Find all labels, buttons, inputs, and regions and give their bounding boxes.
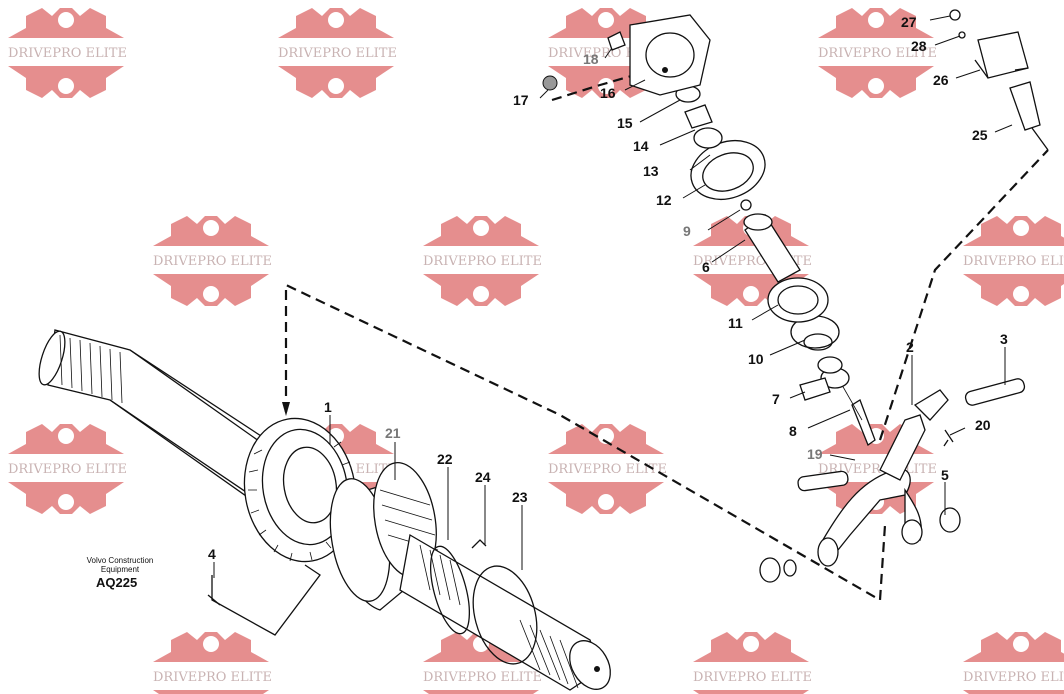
caption-code: AQ225 — [96, 575, 138, 590]
callout-23: 23 — [512, 489, 528, 505]
dashed-line-cover — [551, 73, 636, 102]
watermark-text: DRIVEPRO ELITE — [693, 670, 812, 685]
callout-14: 14 — [633, 138, 649, 154]
caption-manufacturer: Volvo Construction Equipment — [82, 556, 158, 574]
callout-20: 20 — [975, 417, 991, 433]
watermark-text: DRIVEPRO ELITE — [423, 254, 542, 269]
dashed-guides — [282, 73, 1049, 602]
callout-1: 1 — [324, 399, 332, 415]
watermark-text: DRIVEPRO ELITE — [548, 462, 667, 477]
snap-rings — [429, 539, 538, 665]
dashed-line-sensor — [878, 149, 1049, 441]
spring-clip — [207, 564, 321, 636]
callout-24: 24 — [475, 469, 491, 485]
leader-lines — [213, 15, 1013, 578]
dashed-line-shaft — [284, 283, 887, 602]
caption-line-2: Equipment — [100, 565, 140, 574]
callout-7: 7 — [772, 391, 780, 407]
output-shaft — [399, 533, 611, 691]
piston-group — [767, 277, 876, 447]
callout-15: 15 — [617, 115, 633, 131]
callout-22: 22 — [437, 451, 453, 467]
callout-18: 18 — [583, 51, 599, 67]
callout-10: 10 — [748, 351, 764, 367]
watermark-text: DRIVEPRO ELITE — [153, 254, 272, 269]
sensor-switch — [949, 9, 1049, 151]
clutch-ring — [243, 417, 357, 563]
callout-13: 13 — [643, 163, 659, 179]
watermark-texts: DRIVEPRO ELITE DRIVEPRO ELITE DRIVEPRO E… — [8, 46, 1064, 685]
callout-19: 19 — [807, 446, 823, 462]
callout-16: 16 — [600, 85, 616, 101]
watermark-text: DRIVEPRO ELITE — [153, 670, 272, 685]
watermark-text: DRIVEPRO ELITE — [278, 46, 397, 61]
callout-28: 28 — [911, 38, 927, 54]
shift-fork — [759, 378, 1026, 583]
callout-27: 27 — [901, 14, 917, 30]
callout-8: 8 — [789, 423, 797, 439]
cylinder — [743, 213, 801, 283]
callout-4: 4 — [208, 546, 216, 562]
cover-assembly — [542, 14, 766, 211]
callout-12: 12 — [656, 192, 672, 208]
watermark-text: DRIVEPRO ELITE — [963, 670, 1064, 685]
watermark-text: DRIVEPRO ELITE — [963, 254, 1064, 269]
watermark-text: DRIVEPRO ELITE — [8, 462, 127, 477]
caption-line-1: Volvo Construction — [86, 556, 154, 565]
watermark-text: DRIVEPRO ELITE — [423, 670, 542, 685]
callout-21: 21 — [385, 425, 401, 441]
callout-6: 6 — [702, 259, 710, 275]
callout-labels: 1 2 3 4 5 6 7 8 9 10 11 12 13 14 15 16 1… — [208, 14, 1008, 562]
callout-9: 9 — [683, 223, 691, 239]
callout-11: 11 — [728, 315, 743, 331]
callout-2: 2 — [906, 339, 914, 355]
callout-26: 26 — [933, 72, 949, 88]
watermark-text: DRIVEPRO ELITE — [818, 46, 937, 61]
callout-3: 3 — [1000, 331, 1008, 347]
callout-25: 25 — [972, 127, 988, 143]
watermark-text: DRIVEPRO ELITE — [8, 46, 127, 61]
callout-17: 17 — [513, 92, 529, 108]
callout-5: 5 — [941, 467, 949, 483]
